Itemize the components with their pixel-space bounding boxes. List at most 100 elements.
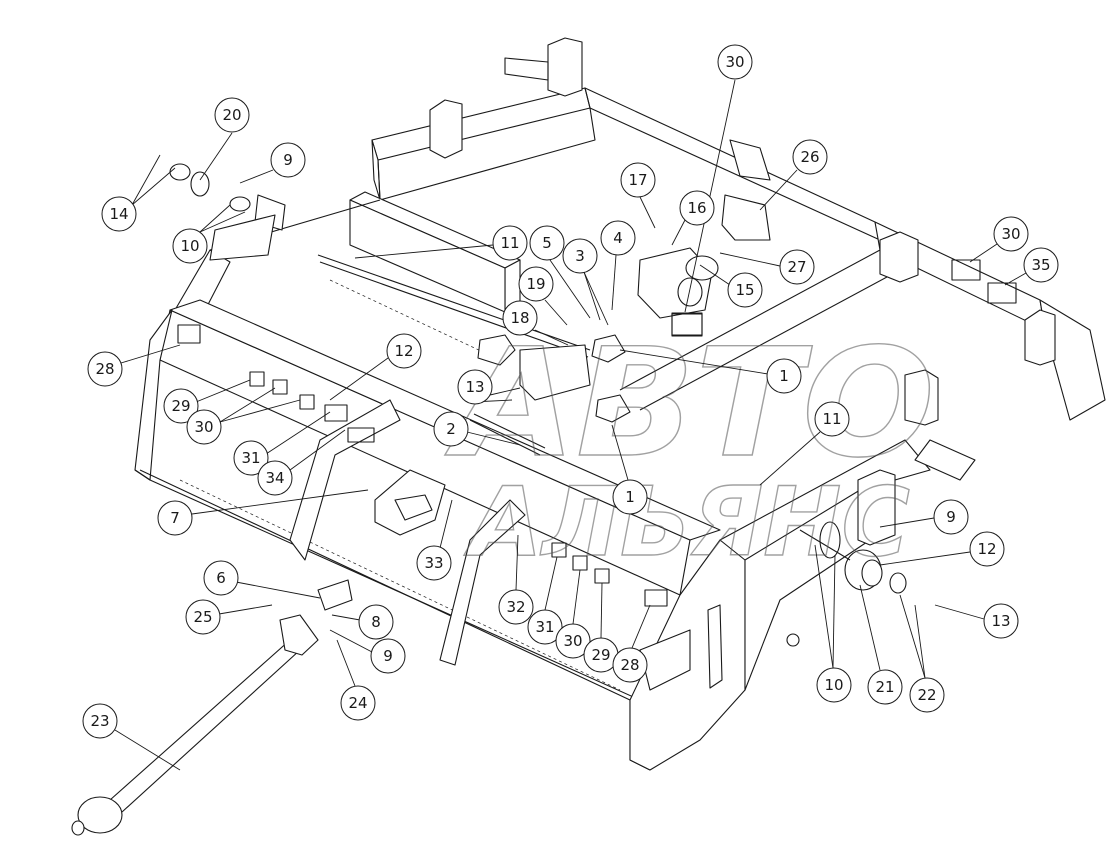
callout-c29b: 29 [583, 582, 619, 673]
callout-label: 27 [787, 258, 806, 276]
callout-c4: 4 [600, 220, 636, 311]
callout-label: 31 [535, 618, 554, 636]
callout-c11a: 11 [354, 225, 528, 261]
callout-label: 9 [946, 508, 956, 526]
callout-c8: 8 [331, 604, 394, 640]
callout-c2: 2 [433, 411, 521, 447]
callout-label: 1 [779, 367, 789, 385]
drive-shaft-upper [317, 254, 631, 456]
callout-c31a: 31 [233, 411, 331, 476]
callout-label: 31 [241, 449, 260, 467]
callout-c25: 25 [185, 599, 273, 635]
gearbox [637, 139, 771, 319]
callout-c31b: 31 [527, 556, 563, 645]
callout-c29a: 29 [163, 379, 251, 424]
callout-label: 21 [875, 678, 894, 696]
callout-c14: 14 [101, 154, 176, 232]
callout-label: 2 [446, 420, 456, 438]
callout-c9c: 9 [329, 629, 406, 674]
callout-c13a: 13 [457, 369, 521, 405]
callout-c28b: 28 [612, 604, 651, 683]
callout-label: 22 [917, 686, 936, 704]
watermark-line1: АВТО [445, 317, 935, 491]
callout-c10b: 10 [814, 544, 852, 703]
callout-label: 17 [628, 171, 647, 189]
callout-c26: 26 [759, 139, 828, 211]
callout-label: 8 [371, 613, 381, 631]
callout-label: 35 [1031, 256, 1050, 274]
callout-label: 32 [506, 598, 525, 616]
callout-c19: 19 [518, 266, 568, 326]
callout-c30b: 30 [969, 216, 1029, 263]
callout-label: 23 [90, 712, 109, 730]
callout-label: 30 [725, 53, 744, 71]
callout-c10a: 10 [172, 204, 246, 264]
callout-c11b: 11 [759, 401, 850, 486]
callout-c15: 15 [699, 264, 763, 308]
callout-label: 34 [265, 469, 284, 487]
callout-c21: 21 [859, 584, 903, 705]
callout-label: 11 [822, 410, 841, 428]
callout-label: 18 [510, 309, 529, 327]
callout-label: 12 [977, 540, 996, 558]
callout-c22: 22 [899, 594, 945, 713]
callout-c1a: 1 [619, 349, 802, 394]
callout-label: 24 [348, 694, 367, 712]
callout-label: 26 [800, 148, 819, 166]
callout-label: 13 [991, 612, 1010, 630]
callout-c7: 7 [157, 489, 369, 536]
callout-c32: 32 [498, 534, 534, 625]
callout-c16: 16 [671, 190, 715, 246]
callout-c12a: 12 [329, 333, 422, 401]
callout-c35: 35 [1004, 247, 1059, 286]
callout-c6: 6 [203, 560, 321, 599]
watermark-line2: АЛЬЯНС [463, 468, 910, 578]
callout-c20: 20 [199, 97, 250, 181]
callout-label: 33 [424, 554, 443, 572]
callout-label: 4 [613, 229, 623, 247]
callout-label: 10 [180, 237, 199, 255]
callout-label: 13 [465, 378, 484, 396]
callout-label: 16 [687, 199, 706, 217]
callout-c12b: 12 [879, 531, 1005, 567]
callout-label: 5 [542, 234, 552, 252]
callout-c28a: 28 [87, 344, 181, 387]
callout-c27: 27 [719, 249, 815, 285]
callout-label: 9 [383, 647, 393, 665]
callout-label: 12 [394, 342, 413, 360]
callout-label: 30 [563, 632, 582, 650]
callout-c24: 24 [336, 639, 376, 721]
callout-c23: 23 [82, 703, 181, 771]
callout-c30c: 30 [186, 387, 301, 445]
callout-label: 9 [283, 151, 293, 169]
watermark: АВТО АЛЬЯНС [444, 316, 936, 578]
callouts: 30 20 9 14 10 26 17 16 4 5 3 11 27 30 35… [82, 44, 1059, 771]
callout-label: 29 [171, 397, 190, 415]
callout-label: 14 [109, 205, 128, 223]
callout-c30a: 30 [684, 44, 753, 313]
decal-rectangles [177, 259, 1017, 607]
callout-c9b: 9 [879, 499, 969, 535]
callout-c34: 34 [257, 429, 346, 496]
callout-label: 29 [591, 646, 610, 664]
callout-c3: 3 [562, 238, 609, 326]
callout-label: 30 [194, 418, 213, 436]
callout-label: 1 [625, 488, 635, 506]
callout-label: 15 [735, 281, 754, 299]
callout-label: 30 [1001, 225, 1020, 243]
callout-c18: 18 [502, 300, 569, 346]
callout-label: 7 [170, 509, 180, 527]
left-hub-parts [169, 163, 286, 261]
pto-shaft [71, 579, 353, 836]
callout-c9a: 9 [239, 142, 306, 184]
callout-c17: 17 [620, 162, 656, 229]
callout-c13b: 13 [934, 603, 1019, 639]
callout-c30d: 30 [555, 569, 591, 659]
callout-label: 6 [216, 569, 226, 587]
callout-label: 28 [95, 360, 114, 378]
callout-label: 28 [620, 656, 639, 674]
callout-label: 20 [222, 106, 241, 124]
callout-label: 3 [575, 247, 585, 265]
callout-label: 10 [824, 676, 843, 694]
